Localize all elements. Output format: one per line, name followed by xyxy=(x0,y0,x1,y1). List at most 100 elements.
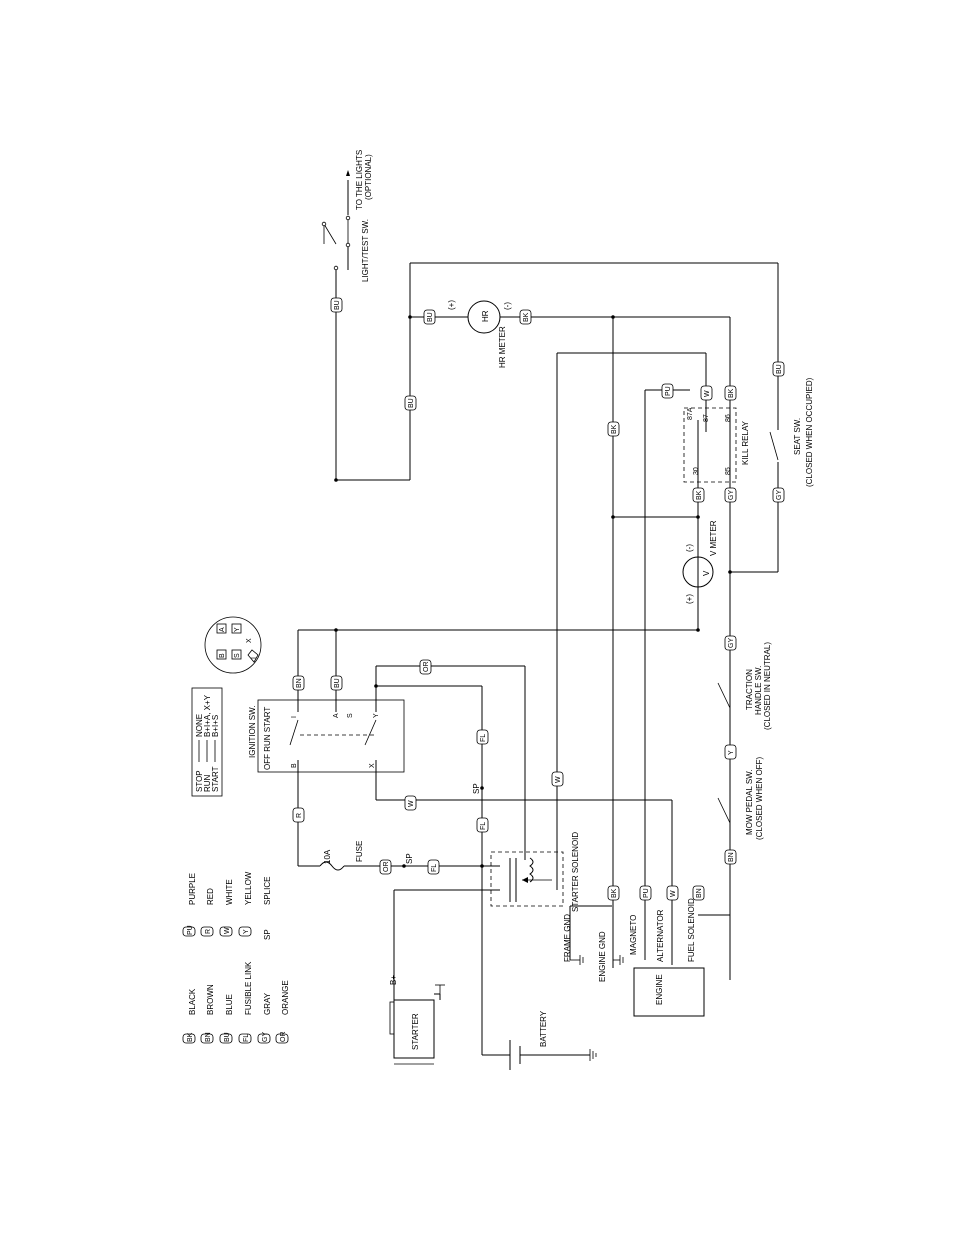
wire-tag: BU xyxy=(423,309,436,325)
alternator-label: ALTERNATOR xyxy=(656,909,665,962)
legend-name-red: RED xyxy=(206,888,215,905)
seat-switch-blade xyxy=(769,431,779,461)
wire-tag-text: BU xyxy=(408,398,415,408)
wire-tag: BU xyxy=(330,675,343,691)
magneto-label: MAGNETO xyxy=(629,915,638,955)
wire-tag: FL xyxy=(476,817,489,833)
switch-table-pos-start: START xyxy=(211,766,220,792)
wire-tag-text: R xyxy=(296,813,303,818)
legend-name-yellow: YELLOW xyxy=(244,871,253,905)
legend-item-purple: PU PURPLE xyxy=(182,873,197,937)
switch-table-conn-stop: NONE xyxy=(195,714,204,737)
legend-item-blue: BU BLUE xyxy=(219,994,234,1044)
legend-item-white: W WHITE xyxy=(219,879,234,937)
fuse-rating-label: 10A xyxy=(323,849,332,864)
legend-name-blue: BLUE xyxy=(225,994,234,1015)
wire-tag-text: GY xyxy=(728,490,735,500)
legend-item-brown: BN BROWN xyxy=(200,984,215,1044)
wire-tag: BU xyxy=(772,361,785,377)
wire-tag: OR xyxy=(419,659,432,675)
key-letter-a: A xyxy=(219,627,226,632)
key-letter-b: B xyxy=(219,653,226,658)
ignition-switch-table: STOP NONE RUN B+I+A, X+Y START B+I+S xyxy=(191,687,223,797)
wire-tag-text: Y xyxy=(728,750,735,755)
ignition-key-face: B S A Y X I xyxy=(204,616,262,674)
wire-tag: BN xyxy=(724,849,737,865)
legend-code-r: R xyxy=(205,929,212,934)
wire-tag-text: BK xyxy=(696,490,703,500)
v-meter-symbol: V xyxy=(702,570,711,576)
starter-label: STARTER xyxy=(411,1013,420,1050)
wire-tag-text: W xyxy=(408,800,415,807)
ignition-switch-label: IGNITION SW. xyxy=(248,706,257,758)
seat-switch-label: SEAT SW. xyxy=(793,418,802,455)
wire-tag: BU xyxy=(404,395,417,411)
mow-switch-blade xyxy=(717,797,731,824)
legend-item-black: BK BLACK xyxy=(182,988,197,1044)
wire-tag-text: FL xyxy=(431,864,438,872)
wire-tag: FL xyxy=(427,859,440,875)
component-labels: TO THE LIGHTS (OPTIONAL) LIGHT/TEST SW. … xyxy=(248,150,814,1050)
legend-name-brown: BROWN xyxy=(206,984,215,1015)
key-letter-s: S xyxy=(234,653,241,658)
b-plus-label: B+ xyxy=(389,975,398,985)
wire-tag: W xyxy=(551,771,564,787)
hr-meter: HR (+) (-) HR METER xyxy=(447,300,512,368)
wire-tag-text: PU xyxy=(643,888,650,898)
wire-tag: W xyxy=(404,795,417,811)
wire-tag: BK xyxy=(607,421,620,437)
wire-tag-text: BK xyxy=(523,312,530,322)
battery-label: BATTERY xyxy=(539,1010,548,1047)
wire-tag: GY xyxy=(772,487,785,503)
lights-optional-label: (OPTIONAL) xyxy=(364,154,373,200)
key-letter-i: I xyxy=(251,657,258,659)
legend-name-orange: ORANGE xyxy=(281,980,290,1015)
wire-tag-text: FL xyxy=(480,822,487,830)
legend-name-splice: SPLICE xyxy=(263,877,272,905)
v-minus-label: (-) xyxy=(685,544,694,552)
ignition-terminal-s: S xyxy=(347,713,354,718)
relay-terminal-87: 87 xyxy=(703,414,710,422)
wire-tag-text: GY xyxy=(776,490,783,500)
kill-relay-label: KILL RELAY xyxy=(741,420,750,465)
hr-meter-symbol: HR xyxy=(481,310,490,322)
switch-table-conn-start: B+I+S xyxy=(211,715,220,737)
traction-switch-blade xyxy=(717,682,731,709)
wire-tag: BN xyxy=(292,675,305,691)
junctions xyxy=(321,215,732,868)
splice-label-fuse: SP xyxy=(405,853,414,864)
legend-code-y: Y xyxy=(243,929,250,934)
legend-item-yellow: Y YELLOW xyxy=(238,871,253,937)
wire-tag: PU xyxy=(661,383,674,399)
legend-code-w: W xyxy=(224,927,231,934)
wire-tag: FL xyxy=(476,729,489,745)
mow-pedal-note: (CLOSED WHEN OFF) xyxy=(755,757,764,840)
legend-name-white: WHITE xyxy=(225,879,234,905)
legend-item-gray: GY GRAY xyxy=(257,992,272,1044)
color-legend: BK BLACK BN BROWN BU BLUE FL FUSIBLE LIN… xyxy=(182,871,290,1044)
wire-tag: Y xyxy=(724,744,737,760)
relay-terminal-30: 30 xyxy=(693,467,700,475)
handle-switch-label: HANDLE SW. xyxy=(754,666,763,715)
light-switch-blade xyxy=(323,223,337,245)
wire-tag-text: BU xyxy=(427,312,434,322)
switch-symbols xyxy=(289,223,779,824)
legend-name-purple: PURPLE xyxy=(188,873,197,905)
wire-tag: BK xyxy=(607,885,620,901)
frame-ground-label: FRAME GND xyxy=(563,914,572,962)
wire-tag: GY xyxy=(724,635,737,651)
relay-terminal-85: 85 xyxy=(725,467,732,475)
wire-tag-text: FL xyxy=(480,734,487,742)
wire-tag: PU xyxy=(639,885,652,901)
wire-tag-text: OR xyxy=(383,862,390,873)
relay-terminal-87a: 87A xyxy=(687,407,694,420)
legend-item-red: R RED xyxy=(200,888,215,937)
wire-tag: W xyxy=(666,885,679,901)
wire-tag: OR xyxy=(379,859,392,875)
wire-tags: BU BU BK BU BU PU W BK BK BK GY GY GY Y … xyxy=(292,297,785,901)
legend-code-bn: BN xyxy=(205,1032,212,1042)
mow-pedal-switch-label: MOW PEDAL SW. xyxy=(745,770,754,836)
fuse-label: FUSE xyxy=(355,841,364,862)
